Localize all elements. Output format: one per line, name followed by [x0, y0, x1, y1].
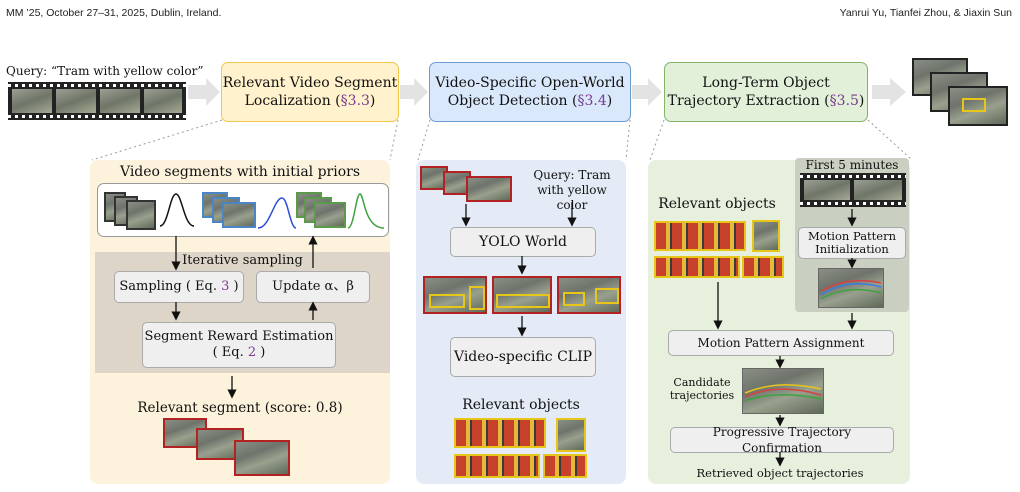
- panel1-title: Video segments with initial priors: [119, 164, 361, 180]
- motion-init-box: Motion Pattern Initialization: [798, 227, 906, 259]
- detection-frame: [423, 276, 487, 314]
- first-minutes-filmstrip: [800, 173, 906, 207]
- segment-frame: [234, 440, 290, 476]
- tram-crop: [543, 454, 587, 478]
- detection-frame: [557, 276, 621, 314]
- panel2-relevant-objects-label: Relevant objects: [462, 397, 580, 413]
- relevant-segment-label: Relevant segment (score: 0.8): [137, 400, 343, 416]
- retrieved-trajectories-label: Retrieved object trajectories: [696, 466, 864, 480]
- yolo-world-box: YOLO World: [450, 227, 596, 257]
- first-minutes-label: First 5 minutes: [805, 158, 899, 172]
- segment-frame: [466, 176, 512, 202]
- output-frame: [948, 86, 1008, 126]
- update-box: Update α、β: [256, 271, 370, 303]
- tram-crop: [654, 256, 740, 278]
- motion-assignment-box: Motion Pattern Assignment: [668, 330, 894, 356]
- segments-priors-box: [97, 183, 389, 237]
- stage-trajectory-extraction: Long-Term Object Trajectory Extraction (…: [664, 62, 868, 122]
- tram-crop: [752, 220, 780, 252]
- panel3-relevant-objects-label: Relevant objects: [658, 196, 776, 212]
- candidate-trajectories-label: Candidate trajectories: [669, 376, 735, 402]
- video-clip-box: Video-specific CLIP: [450, 337, 596, 377]
- input-video-filmstrip: [8, 82, 186, 120]
- query-text: Query: “Tram with yellow color”: [6, 64, 204, 78]
- tram-crop: [654, 221, 746, 251]
- sampling-box: Sampling ( Eq. 3 ): [114, 271, 244, 303]
- stage-segment-localization: Relevant Video Segment Localization (§3.…: [221, 62, 399, 122]
- tram-crop: [454, 454, 540, 478]
- tram-crop: [742, 256, 784, 278]
- candidate-trajectory-frame: [742, 368, 824, 414]
- iterative-sampling-label: Iterative sampling: [182, 253, 303, 268]
- segment-reward-box: Segment Reward Estimation ( Eq. 2 ): [142, 322, 336, 368]
- detection-query: Query: Tram with yellow color: [533, 168, 611, 212]
- detection-frame: [492, 276, 552, 314]
- tram-crop: [454, 418, 546, 448]
- trajectory-confirmation-box: Progressive Trajectory Confirmation: [670, 425, 894, 455]
- tram-crop: [556, 418, 586, 452]
- stage-object-detection: Video-Specific Open-World Object Detecti…: [429, 62, 631, 122]
- conference-header: MM ’25, October 27–31, 2025, Dublin, Ire…: [6, 7, 222, 19]
- authors-header: Yanrui Yu, Tianfei Zhou, & Jiaxin Sun: [839, 7, 1012, 19]
